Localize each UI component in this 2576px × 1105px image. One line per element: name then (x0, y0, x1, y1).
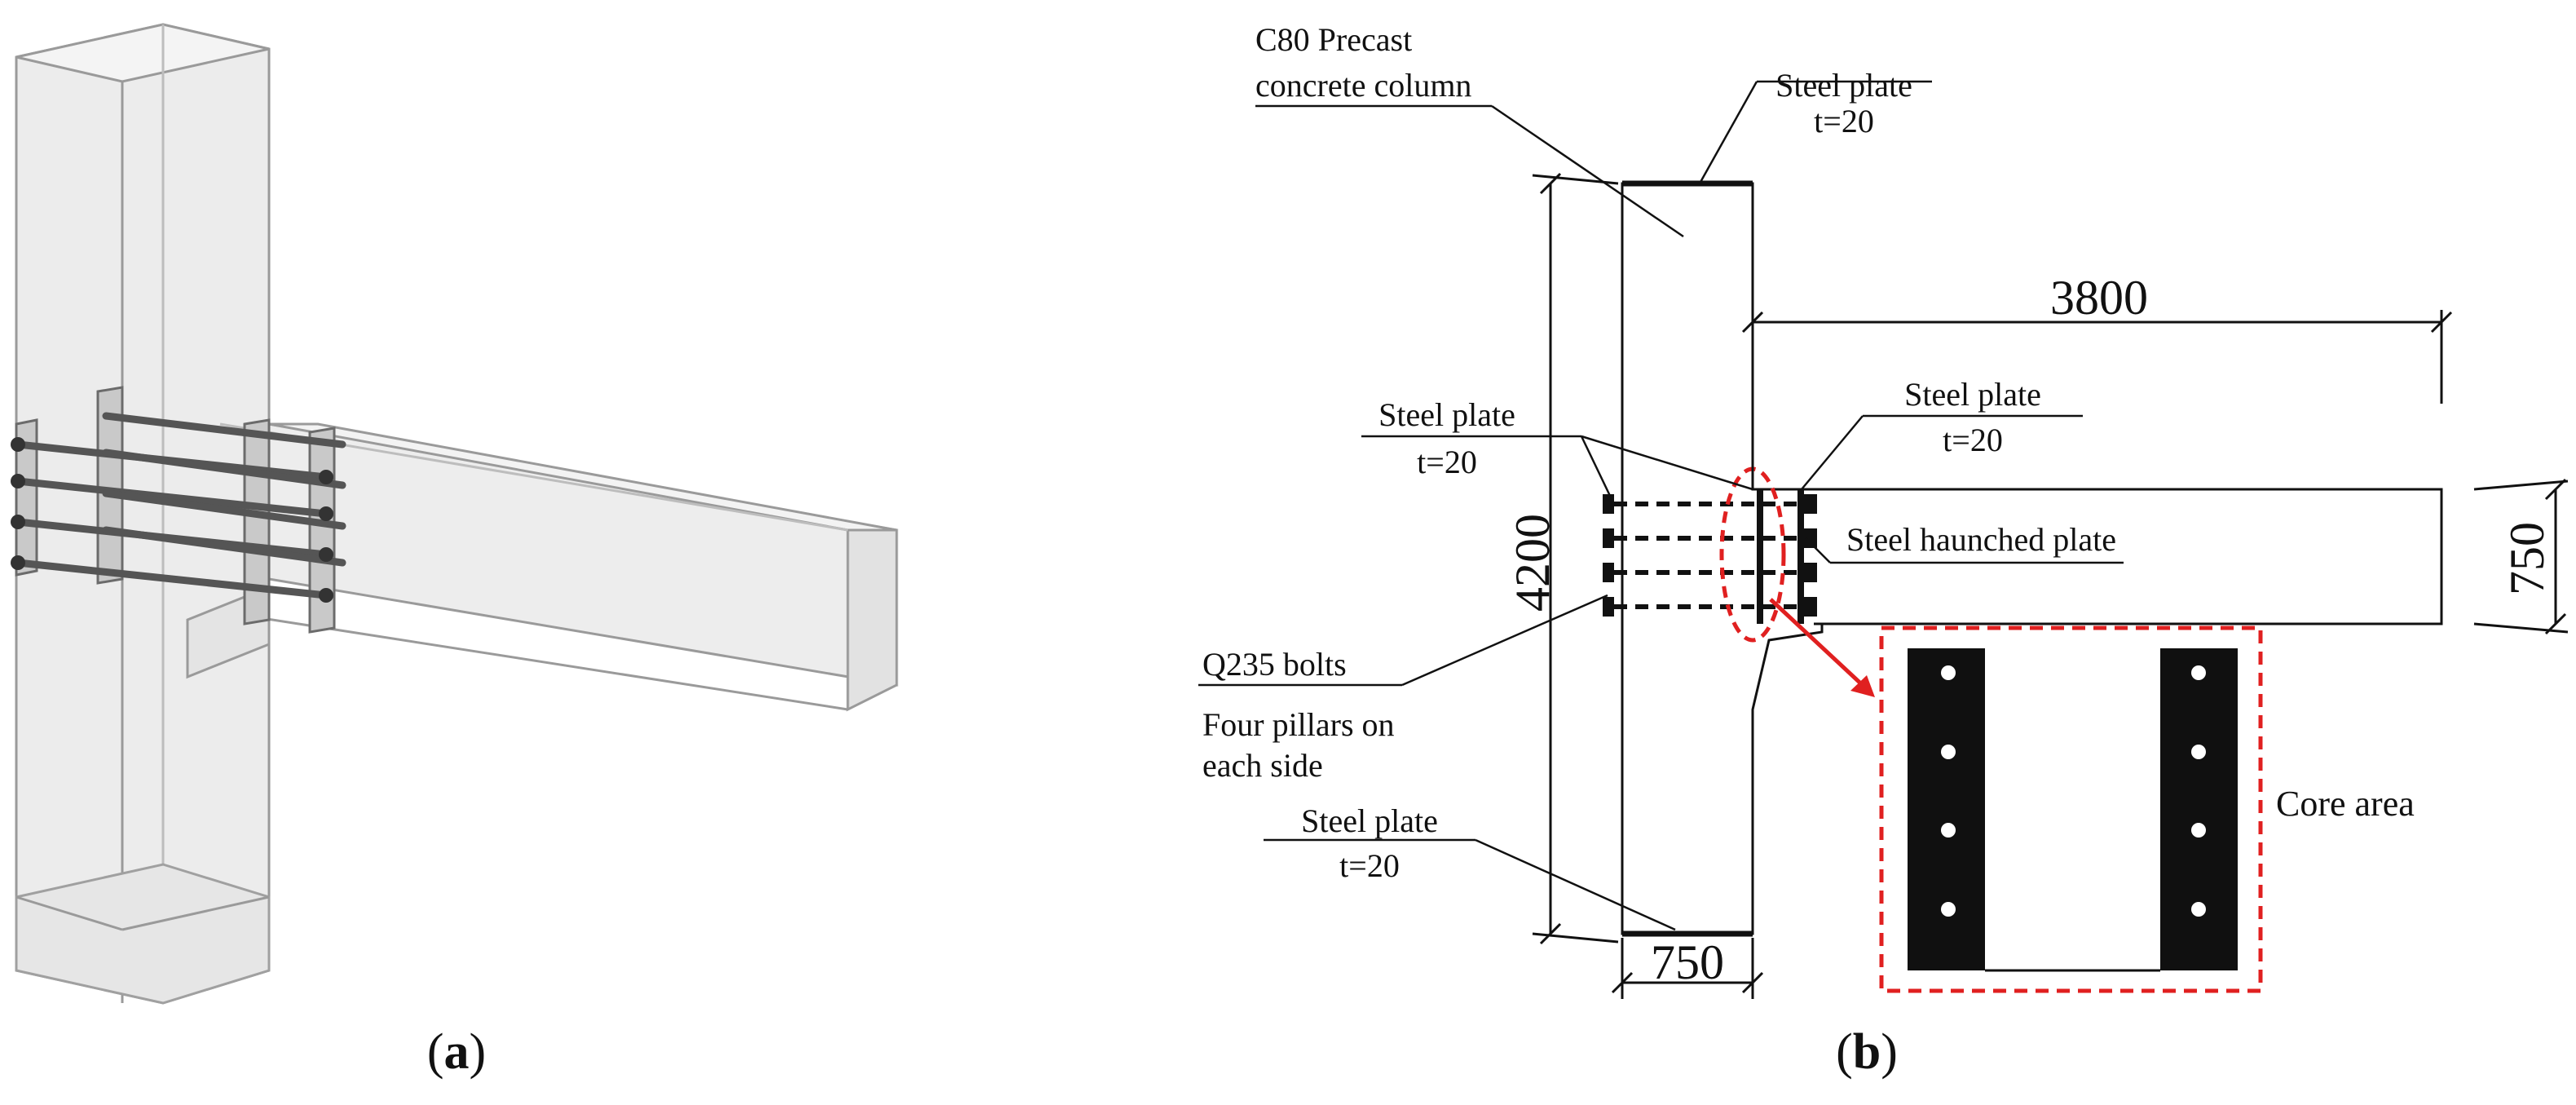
label-plate-bottom-line2: t=20 (1339, 847, 1400, 884)
core-area-detail (1879, 625, 2263, 993)
label-pillars-line1: Four pillars on (1202, 706, 1395, 743)
label-core-area: Core area (2276, 784, 2415, 824)
bolt-ends-3d (11, 437, 333, 603)
label-plate-top-line2: t=20 (1814, 103, 1874, 139)
panel-a-3d-model (11, 23, 898, 1005)
label-pillars-line2: each side (1202, 747, 1323, 784)
label-plate-left-line2: t=20 (1417, 444, 1477, 480)
caption-a: (a) (427, 1024, 486, 1080)
dim-text-column-width: 750 (1651, 935, 1724, 989)
label-plate-bottom-line1: Steel plate (1301, 802, 1438, 839)
bolt-lines (1614, 502, 1814, 609)
label-plate-top-line1: Steel plate (1775, 67, 1912, 104)
right-plates (1757, 489, 1817, 624)
dim-beam-depth (2473, 478, 2569, 635)
left-nuts (1603, 494, 1614, 617)
core-arrow-head (1850, 675, 1875, 697)
label-plate-right-line1: Steel plate (1904, 376, 2041, 413)
dim-column-width (1611, 938, 1764, 999)
dim-text-beam-length: 3800 (2050, 271, 2148, 325)
label-column-line2: concrete column (1255, 67, 1471, 104)
dim-text-column-height: 4200 (1506, 514, 1559, 612)
label-plate-right-line2: t=20 (1943, 422, 2003, 458)
label-column-line1: C80 Precast (1255, 21, 1412, 58)
beam-3d (219, 422, 898, 712)
dim-beam-length (1741, 306, 2453, 481)
panel-b-labels: C80 Precast concrete column Steel plate … (1202, 21, 2554, 989)
label-haunched-plate: Steel haunched plate (1846, 521, 2116, 558)
caption-b: (b) (1836, 1024, 1898, 1080)
core-arrow (1769, 598, 1868, 691)
label-bolts: Q235 bolts (1202, 646, 1347, 683)
dim-text-beam-depth: 750 (2500, 522, 2554, 595)
panel-b-drawing (1198, 80, 2569, 999)
label-plate-left-line1: Steel plate (1378, 396, 1515, 433)
leader-lines (1198, 80, 2124, 931)
bolts-3d (14, 412, 346, 599)
beam-outline (1814, 488, 2443, 625)
